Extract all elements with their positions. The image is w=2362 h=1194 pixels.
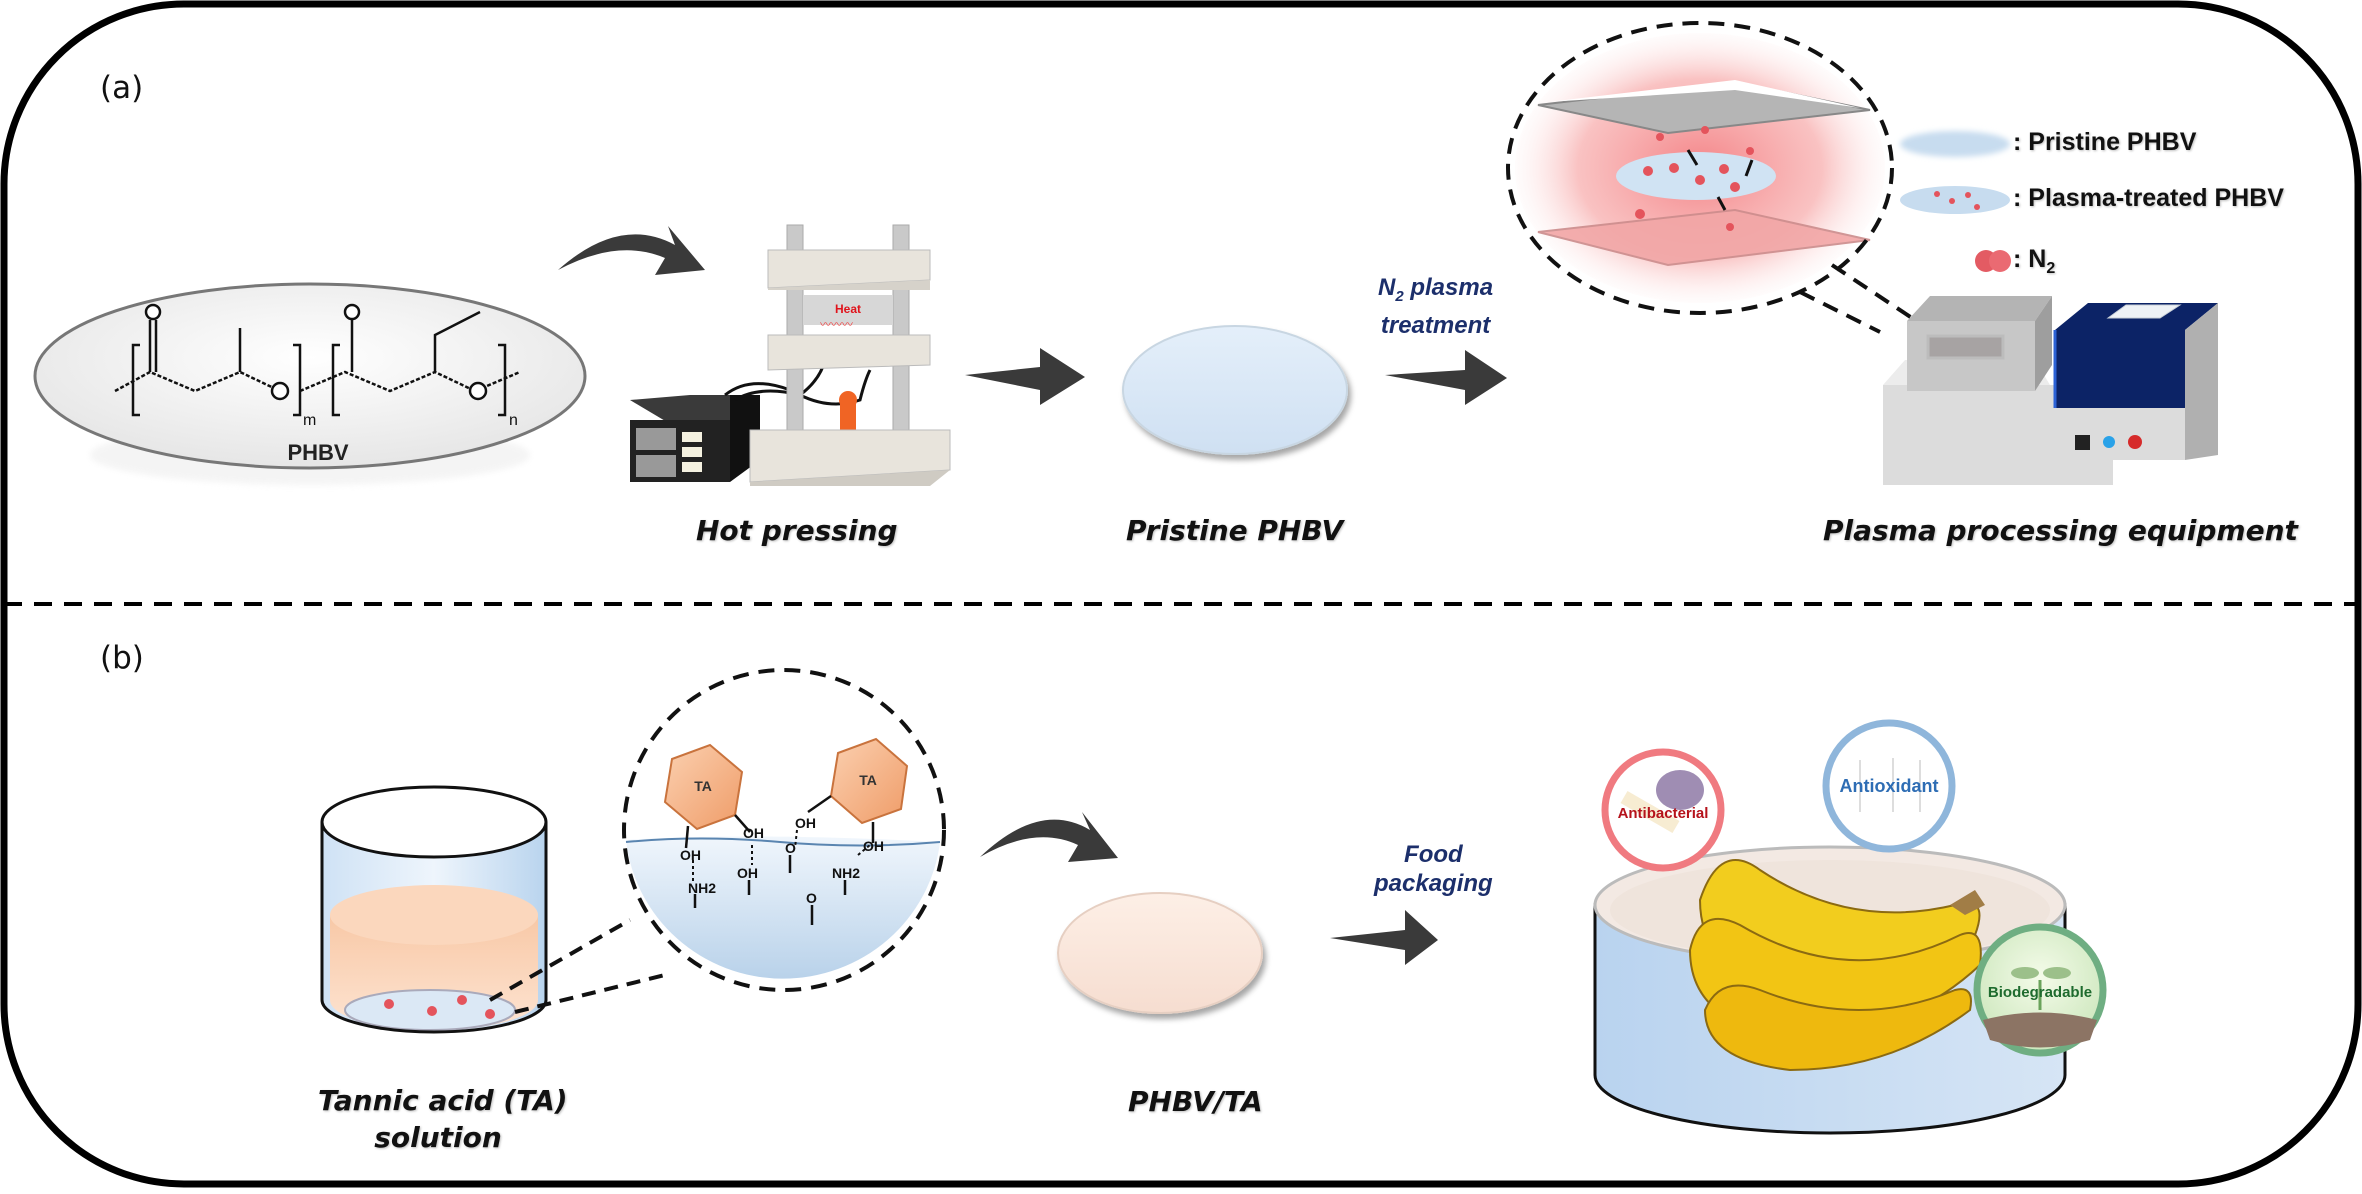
- antibacterial-label: Antibacterial: [1618, 805, 1709, 822]
- plasma-chamber-inset: [1506, 21, 1917, 334]
- pristine-disc-legend-icon: [1900, 131, 2010, 157]
- legend-pristine-text: : Pristine PHBV: [2013, 128, 2197, 156]
- hot-press-illustration: Heat 〰〰〰: [630, 224, 951, 486]
- tannic-acid-line2: solution: [374, 1121, 502, 1154]
- tannic-acid-caption: Tannic acid (TA) solution: [318, 1082, 568, 1156]
- food-packaging-label: Food packaging: [1374, 840, 1493, 898]
- antioxidant-label: Antioxidant: [1840, 776, 1939, 796]
- packaging-word: packaging: [1374, 870, 1493, 897]
- ta-bonding-inset: TA TA OH OH NH2 OH: [622, 668, 946, 992]
- biodegradable-badge: Biodegradable: [1973, 923, 2107, 1057]
- n2-plasma-treatment-label: N2 plasma treatment: [1378, 273, 1493, 340]
- legend-n2-subscript: 2: [2046, 260, 2056, 277]
- legend-n2-prefix: : N: [2013, 245, 2047, 273]
- subscript-n: n: [509, 412, 518, 429]
- food-packaging-illustration: Antibacterial Antioxidant Biodegradable: [1593, 719, 2107, 1135]
- group-oh-2: OH: [743, 825, 764, 841]
- biodegradable-label: Biodegradable: [1988, 984, 2092, 1001]
- phbv-ta-caption: PHBV/TA: [1128, 1085, 1263, 1118]
- molecule-name: PHBV: [287, 440, 348, 465]
- n2-molecule-legend-icon: [1975, 250, 2011, 272]
- arrow-right-icon: [965, 348, 1085, 405]
- group-oh-4: OH: [795, 815, 816, 831]
- n2-prefix: N: [1378, 274, 1396, 301]
- group-oh-5: OH: [863, 838, 884, 854]
- n2-subscript: 2: [1395, 287, 1404, 305]
- legend-n2-text: : N2: [2013, 245, 2055, 278]
- ta-label-right: TA: [859, 772, 877, 788]
- antibacterial-badge: Antibacterial: [1601, 748, 1725, 872]
- legend-plasma-treated-text: : Plasma-treated PHBV: [2013, 184, 2284, 212]
- banana-icon: [1688, 859, 1985, 1072]
- plasma-equipment-illustration: [1883, 296, 2218, 485]
- panel-a-label: (a): [100, 70, 144, 106]
- group-oh-3: OH: [737, 865, 758, 881]
- tannic-acid-line1: Tannic acid (TA): [318, 1084, 568, 1117]
- hot-pressing-caption: Hot pressing: [696, 514, 898, 547]
- curved-arrow-icon: [558, 226, 705, 275]
- phbv-molecule: m n PHBV: [33, 282, 587, 485]
- curved-arrow-icon-2: [980, 812, 1118, 862]
- arrow-right-icon-3: [1330, 910, 1438, 965]
- plasma-word: plasma: [1403, 274, 1494, 301]
- subscript-m: m: [303, 412, 316, 429]
- plasma-treated-disc-legend-icon: [1900, 186, 2010, 214]
- svg-text:〰〰〰: 〰〰〰: [820, 319, 853, 331]
- pristine-phbv-disc: [1122, 325, 1348, 455]
- panel-b-label: (b): [100, 640, 144, 676]
- group-o-2: O: [806, 890, 817, 906]
- tannic-acid-beaker: [320, 785, 666, 1034]
- group-oh-1: OH: [680, 847, 701, 863]
- antioxidant-badge: Antioxidant: [1822, 719, 1956, 853]
- group-o-1: O: [785, 840, 796, 856]
- group-nh2-2: NH2: [832, 865, 860, 881]
- food-word: Food: [1404, 841, 1463, 868]
- pristine-phbv-caption: Pristine PHBV: [1126, 514, 1344, 547]
- ta-label-left: TA: [694, 778, 712, 794]
- arrow-right-icon-2: [1385, 350, 1507, 405]
- plasma-equipment-caption: Plasma processing equipment: [1823, 514, 2298, 547]
- heat-label: Heat: [835, 302, 861, 316]
- group-nh2-1: NH2: [688, 880, 716, 896]
- phbv-ta-disc: [1057, 892, 1263, 1014]
- treatment-word: treatment: [1380, 311, 1491, 339]
